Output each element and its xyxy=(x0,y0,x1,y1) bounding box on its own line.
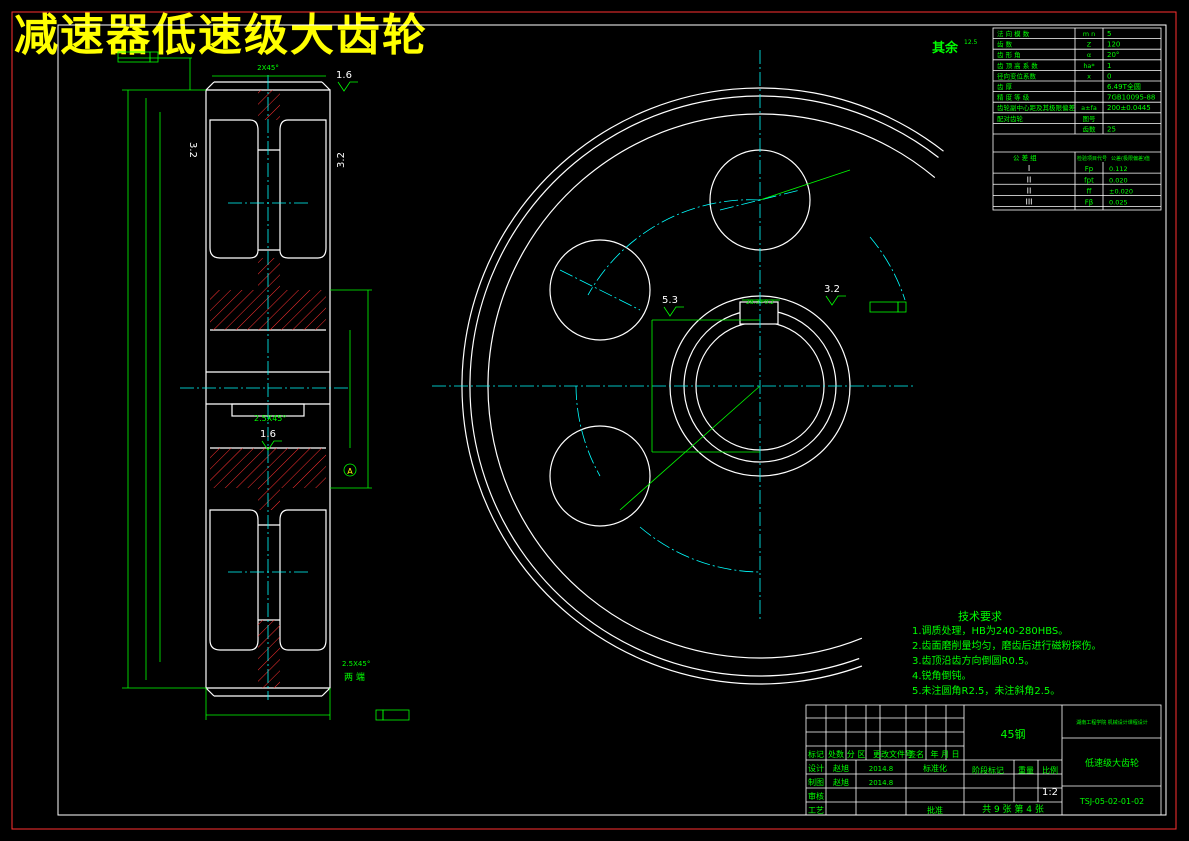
param-name: 法 向 模 数 xyxy=(997,29,1030,38)
param-name: 配对齿轮 xyxy=(997,114,1024,123)
tol-value: 0.025 xyxy=(1109,199,1128,207)
tb-row-label: 年 月 日 xyxy=(930,749,959,759)
param-name: 齿 厚 xyxy=(997,83,1013,91)
param-symbol: 图号 xyxy=(1083,115,1097,123)
drawing-title: 减速器低速级大齿轮 xyxy=(14,10,428,61)
param-name: 齿轮副中心距及其极限偏差 xyxy=(997,103,1076,112)
tb-row-label: 更改文件号 xyxy=(873,749,913,759)
param-value: 5 xyxy=(1107,30,1111,38)
param-value: 6.49T全圆 xyxy=(1107,82,1141,91)
roughness-other: 其余 xyxy=(932,40,959,56)
both-ends-label: 两 端 xyxy=(344,671,365,683)
roughness-mark: 3.2 xyxy=(336,152,347,168)
param-value: 120 xyxy=(1107,41,1120,49)
roughness-symbol xyxy=(663,306,684,317)
tol-header: 公 差 组 xyxy=(1013,153,1037,162)
param-value: 25 xyxy=(1107,125,1116,133)
tb-process: 工艺 xyxy=(808,806,824,815)
roughness-symbol xyxy=(337,81,358,92)
tb-school: 湖南工程学院 机械设计课程设计 xyxy=(1076,719,1148,726)
param-value: 1 xyxy=(1107,62,1111,70)
roughness-mark: 1.6 xyxy=(336,70,352,81)
tech-item: 4.锐角倒钝。 xyxy=(912,669,972,682)
chamfer-label: 2.5X45° xyxy=(342,660,370,668)
inner-border xyxy=(57,24,1167,816)
param-value: 20° xyxy=(1107,51,1119,59)
tol-code: Fp xyxy=(1085,165,1094,173)
tb-row-label: 处数 xyxy=(828,749,844,759)
tol-header: 公差(极限偏差)值 xyxy=(1111,155,1150,162)
tb-row-label: 签名 xyxy=(908,749,924,759)
param-symbol: 齿数 xyxy=(1083,124,1097,133)
param-symbol: a±fa xyxy=(1081,104,1097,112)
tb-part-name: 低速级大齿轮 xyxy=(1085,757,1139,769)
outer-border xyxy=(11,11,1177,830)
tb-drafter-date: 2014.8 xyxy=(869,779,894,787)
tb-designer: 赵旭 xyxy=(833,763,849,773)
param-symbol: Z xyxy=(1087,41,1092,49)
chamfer-label: 2X45° xyxy=(257,64,279,72)
param-name: 精 度 等 级 xyxy=(997,93,1030,102)
tb-scale: 1:2 xyxy=(1042,787,1058,798)
tb-approve: 批准 xyxy=(927,805,943,815)
tb-stage-label: 阶段标记 xyxy=(972,765,1004,775)
title-block xyxy=(805,704,1162,816)
tb-design: 设计 xyxy=(808,763,824,773)
tol-value: ±0.020 xyxy=(1109,187,1133,195)
tol-group: II xyxy=(1027,186,1032,195)
tb-row-label: 分 区 xyxy=(847,750,866,759)
tol-group: I xyxy=(1028,164,1030,173)
tol-group: III xyxy=(1025,198,1032,207)
tb-drafter: 赵旭 xyxy=(833,777,849,787)
tb-review: 审核 xyxy=(808,791,824,801)
param-name: 齿 数 xyxy=(997,40,1013,49)
chamfer-label: 2.5X45° xyxy=(254,414,286,423)
tol-value: 0.020 xyxy=(1109,176,1128,184)
tb-sheet: 共 9 张 第 4 张 xyxy=(982,803,1044,815)
roughness-mark: 1.6 xyxy=(260,429,276,440)
roughness-mark: 5.3 xyxy=(662,295,678,306)
tol-code: ff xyxy=(1087,187,1092,195)
param-name: 径向变位系数 xyxy=(997,71,1037,80)
param-value: 200±0.0445 xyxy=(1107,104,1151,112)
tech-item: 5.未注圆角R2.5，未注斜角2.5。 xyxy=(912,684,1060,697)
tol-group: II xyxy=(1027,175,1032,184)
roughness-mark: 3.2 xyxy=(824,284,840,295)
tol-code: fpt xyxy=(1084,176,1094,184)
tb-std: 标准化 xyxy=(923,763,947,773)
param-name: 齿 形 角 xyxy=(997,50,1021,59)
tb-material: 45钢 xyxy=(1001,728,1026,741)
keyway-label: 28.3+0.2 xyxy=(746,299,774,306)
roughness-symbol xyxy=(825,295,846,306)
param-table xyxy=(992,27,1162,211)
tol-code: Fβ xyxy=(1085,199,1094,207)
param-symbol: x xyxy=(1087,72,1091,80)
tol-header: 检验项目代号 xyxy=(1077,155,1107,162)
param-name: 齿 顶 高 系 数 xyxy=(997,61,1038,70)
tech-item: 1.调质处理，HB为240-280HBS。 xyxy=(912,625,1068,637)
roughness-other-value: 12.5 xyxy=(964,39,978,46)
param-symbol: m n xyxy=(1083,30,1096,38)
tb-weight-label: 重量 xyxy=(1018,765,1034,775)
tb-check: 制图 xyxy=(808,777,824,787)
tol-value: 0.112 xyxy=(1109,165,1128,173)
datum-label: A xyxy=(347,467,353,476)
tech-title: 技术要求 xyxy=(958,610,1002,623)
tech-item: 3.齿顶沿齿方向倒圆R0.5。 xyxy=(912,654,1034,667)
roughness-mark: 3.2 xyxy=(187,142,198,158)
tb-designer-date: 2014.8 xyxy=(869,765,894,773)
param-value: 7GB10095-88 xyxy=(1107,94,1155,102)
roughness-symbol xyxy=(261,440,282,451)
tb-scale-label: 比例 xyxy=(1042,765,1058,775)
tb-row-label: 标记 xyxy=(808,749,824,759)
tech-item: 2.齿面磨削量均匀，磨齿后进行磁粉探伤。 xyxy=(912,639,1102,652)
param-symbol: α xyxy=(1087,51,1091,59)
tb-drawing-no: TSJ-05-02-01-02 xyxy=(1079,797,1144,806)
param-value: 0 xyxy=(1107,72,1111,80)
param-symbol: ha* xyxy=(1083,62,1095,70)
